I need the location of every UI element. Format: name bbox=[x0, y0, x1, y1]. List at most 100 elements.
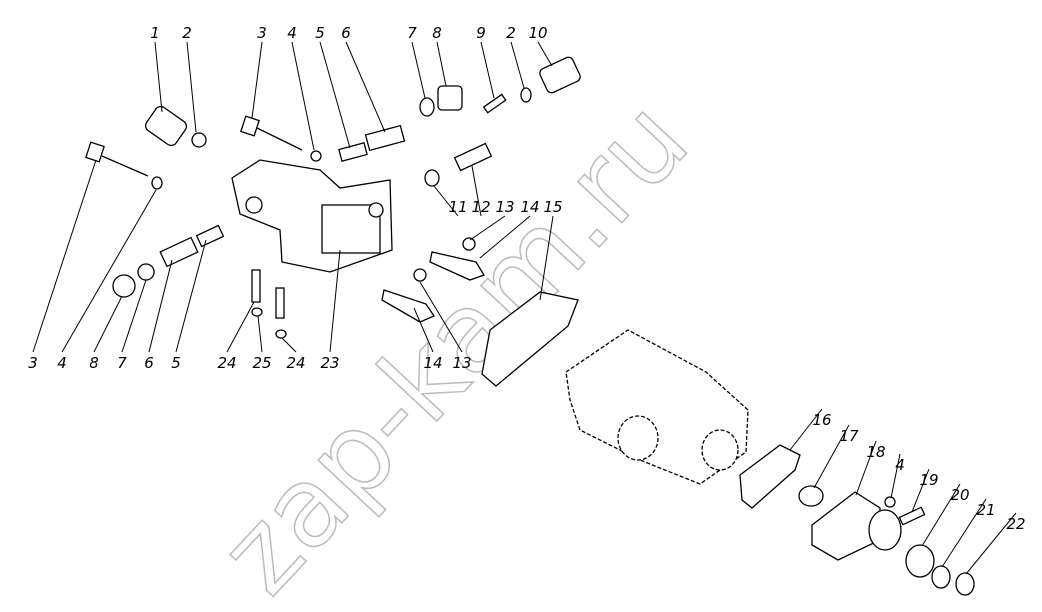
leader-line bbox=[121, 279, 147, 353]
ring-25-left bbox=[251, 307, 263, 317]
leader-line bbox=[941, 498, 987, 568]
callout-3: 3 bbox=[257, 24, 267, 42]
leader-line bbox=[479, 215, 531, 259]
callout-11: 11 bbox=[448, 198, 467, 216]
leader-line bbox=[61, 189, 157, 353]
leader-line bbox=[93, 295, 123, 353]
callout-25: 25 bbox=[252, 354, 271, 372]
callout-8: 8 bbox=[89, 354, 99, 372]
callout-24: 24 bbox=[286, 354, 305, 372]
leader-line bbox=[480, 41, 495, 99]
pin-24-right bbox=[275, 287, 285, 319]
callout-6: 6 bbox=[144, 354, 154, 372]
leader-line bbox=[890, 453, 901, 499]
nut-13-top bbox=[462, 237, 476, 251]
washer-4-top bbox=[310, 150, 322, 162]
callout-13: 13 bbox=[495, 198, 514, 216]
plug-8-top bbox=[437, 85, 463, 111]
callout-10: 10 bbox=[528, 24, 547, 42]
bushing-20 bbox=[905, 544, 935, 578]
leader-line bbox=[329, 249, 341, 353]
callout-19: 19 bbox=[919, 471, 938, 489]
leader-line bbox=[148, 259, 173, 353]
spring-6-top bbox=[364, 124, 406, 152]
gasket-16 bbox=[739, 444, 801, 509]
washer-4-right bbox=[884, 496, 896, 508]
leader-line bbox=[419, 281, 463, 353]
leader-line bbox=[411, 41, 426, 99]
leader-line bbox=[789, 408, 823, 451]
bolt-3-top bbox=[240, 115, 303, 151]
callout-14: 14 bbox=[423, 354, 442, 372]
callout-18: 18 bbox=[866, 443, 885, 461]
callout-4: 4 bbox=[287, 24, 297, 42]
valve-1 bbox=[144, 105, 188, 147]
callout-5: 5 bbox=[171, 354, 181, 372]
callout-21: 21 bbox=[976, 501, 995, 519]
washer-7-top bbox=[419, 97, 435, 117]
spring-6-left bbox=[159, 236, 199, 268]
leader-line bbox=[154, 41, 163, 113]
cover-18 bbox=[811, 491, 902, 561]
callout-5: 5 bbox=[315, 24, 325, 42]
gasket-15 bbox=[481, 291, 579, 387]
ring-2 bbox=[191, 132, 207, 148]
callout-14: 14 bbox=[520, 198, 539, 216]
callout-4: 4 bbox=[57, 354, 67, 372]
bolt-19 bbox=[898, 506, 926, 526]
lever-14-bottom bbox=[381, 289, 435, 323]
leader-line bbox=[921, 483, 961, 547]
callout-8: 8 bbox=[432, 24, 442, 42]
ring-25-right bbox=[275, 329, 287, 339]
spring-5-top bbox=[338, 142, 368, 162]
callout-9: 9 bbox=[476, 24, 486, 42]
callout-4: 4 bbox=[895, 456, 905, 474]
seal-22 bbox=[955, 572, 975, 596]
leader-line bbox=[226, 301, 255, 353]
callout-24: 24 bbox=[217, 354, 236, 372]
sensor-12 bbox=[453, 142, 493, 172]
seal-17 bbox=[798, 485, 824, 507]
leader-line bbox=[413, 307, 434, 353]
callout-2: 2 bbox=[506, 24, 516, 42]
leader-line bbox=[510, 41, 525, 89]
callout-1: 1 bbox=[150, 24, 160, 42]
leader-line bbox=[855, 440, 877, 496]
leader-line bbox=[471, 165, 482, 217]
pin-24-left bbox=[251, 269, 261, 303]
callout-3: 3 bbox=[28, 354, 38, 372]
bolt-3-left bbox=[85, 141, 149, 177]
main-housing bbox=[565, 329, 749, 485]
pin-9 bbox=[482, 93, 507, 114]
leader-line bbox=[345, 41, 386, 133]
leader-line bbox=[251, 41, 263, 119]
leader-line bbox=[433, 185, 459, 217]
leader-line bbox=[436, 41, 447, 87]
washer-7-left bbox=[137, 263, 155, 281]
leader-line bbox=[965, 512, 1017, 575]
callout-6: 6 bbox=[341, 24, 351, 42]
parts bbox=[85, 56, 975, 596]
callout-22: 22 bbox=[1006, 515, 1025, 533]
callout-16: 16 bbox=[812, 411, 831, 429]
callout-17: 17 bbox=[839, 427, 859, 445]
lever-14-top bbox=[429, 251, 485, 281]
leader-line bbox=[175, 239, 207, 353]
callout-15: 15 bbox=[543, 198, 562, 216]
leader-line bbox=[469, 215, 506, 241]
leader-line bbox=[32, 159, 97, 353]
leader-line bbox=[539, 215, 554, 301]
washer-4-left bbox=[151, 176, 163, 190]
leader-line bbox=[186, 41, 197, 133]
callout-12: 12 bbox=[471, 198, 490, 216]
callout-20: 20 bbox=[950, 486, 969, 504]
nut-13-bottom bbox=[413, 268, 427, 282]
ring-2-top bbox=[520, 87, 532, 103]
leader-line bbox=[291, 41, 315, 151]
leader-line bbox=[257, 315, 263, 353]
seal-21 bbox=[931, 565, 951, 589]
leader-line bbox=[813, 424, 850, 489]
callout-2: 2 bbox=[182, 24, 192, 42]
